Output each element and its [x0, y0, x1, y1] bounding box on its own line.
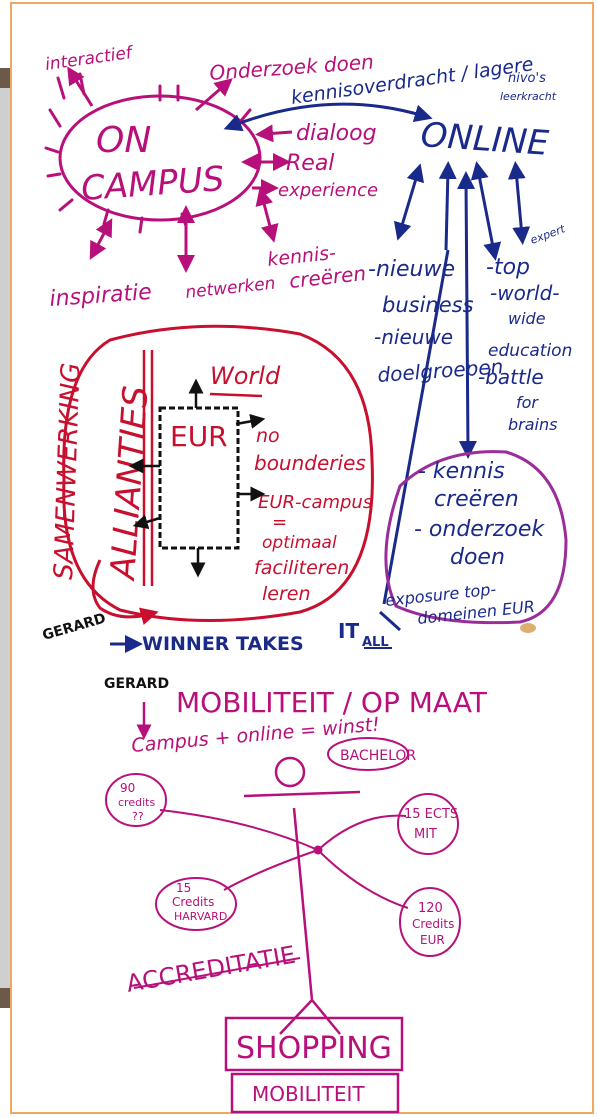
label-world: World: [210, 362, 281, 390]
arrow-online-kennis: [457, 171, 477, 459]
label-kennis-right: - kennis: [418, 459, 505, 484]
label-online: ONLINE: [419, 115, 550, 164]
label-battle: -battle: [478, 365, 544, 389]
label-gerard-top: GERARD: [41, 611, 108, 644]
label-dialoog: dialoog: [296, 121, 377, 146]
label-eur-120: 120: [418, 901, 443, 916]
label-eur-credits: Credits: [412, 917, 454, 931]
label-wide: wide: [508, 309, 546, 328]
label-real: Real: [286, 151, 334, 176]
arrow-inspiratie: [89, 218, 113, 260]
bubble-mit: [397, 793, 459, 855]
bubble-eur: [399, 887, 461, 957]
label-harvard-15: 15: [176, 881, 191, 895]
label-top: -top: [486, 255, 530, 280]
label-leren: leren: [262, 583, 311, 605]
label-all: ALL: [362, 635, 389, 650]
label-on: ON: [96, 120, 151, 161]
label-eur: EUR: [170, 420, 228, 453]
shopping-crossbar: [243, 790, 361, 798]
label-equals: =: [272, 512, 287, 533]
arrow-online-1: [393, 163, 425, 241]
label-nieuwe-2: -nieuwe: [374, 325, 453, 349]
arrow-online-2: [438, 161, 457, 251]
arrow-online-long: [382, 249, 450, 605]
branch-eur: [317, 849, 409, 909]
label-interactief: interactief: [44, 43, 136, 75]
label-leerkracht: leerkracht: [500, 90, 557, 103]
label-for: for: [516, 393, 539, 412]
smiley-circle: [274, 756, 306, 788]
branch-harvard: [223, 849, 319, 891]
mobility-cluster: GERARD MOBILITEIT / OP MAAT Campus + onl…: [104, 676, 488, 1114]
label-samenwerking: SAMENWERKING: [49, 362, 87, 580]
label-nieuwe-1: -nieuwe: [368, 257, 455, 282]
label-it: IT: [338, 619, 359, 643]
arrow-campus-online: [223, 102, 433, 132]
label-accreditatie: ACCREDITATIE: [124, 941, 297, 998]
arrow-online-4: [507, 161, 531, 245]
label-optimaal: optimaal: [262, 533, 337, 553]
label-brains: brains: [508, 415, 557, 434]
label-harvard: HARVARD: [174, 910, 227, 923]
label-doen-right: doen: [450, 545, 505, 570]
label-90: 90: [120, 781, 135, 795]
label-boundaries: bounderies: [254, 451, 366, 475]
label-world-wide: -world-: [490, 281, 560, 305]
label-no: no: [256, 425, 280, 447]
label-expert: expert: [529, 222, 568, 247]
shopping-box: [224, 1016, 404, 1072]
label-mit-ects: 15 ECTS: [404, 807, 458, 822]
branch-mit: [317, 814, 407, 851]
label-90-q: ??: [132, 810, 144, 823]
label-bachelor: BACHELOR: [340, 748, 416, 764]
arrow-interactief: [67, 66, 94, 107]
label-mobiliteit-title: MOBILITEIT / OP MAAT: [176, 686, 488, 719]
arrow-dialoog: [255, 124, 293, 143]
label-business: business: [382, 293, 474, 317]
alliances-cluster: SAMENWERKING ALLIANTIES World no bounder…: [49, 324, 374, 622]
bubble-bachelor: [327, 737, 409, 771]
arrow-kennis: [255, 187, 279, 243]
label-onderzoek-right: - onderzoek: [414, 517, 545, 542]
branch-90: [159, 809, 319, 851]
label-mobiliteit-bottom: MOBILITEIT: [252, 1082, 365, 1106]
label-netwerken: netwerken: [184, 274, 276, 303]
label-faciliteren: faciliteren: [254, 557, 349, 579]
on-campus-cluster: interactief Onderzoek doen ON CAMPUS dia…: [44, 43, 378, 312]
label-experience: experience: [278, 180, 378, 201]
kennis-circle-cluster: - kennis creëren - onderzoek doen exposu…: [384, 450, 568, 633]
label-gerard-bottom: GERARD: [104, 676, 169, 692]
label-allianties: ALLIANTIES: [103, 385, 157, 583]
label-winner: WINNER TAKES: [142, 633, 304, 655]
label-mit: MIT: [414, 827, 437, 842]
shopping-mast: [292, 807, 314, 1001]
label-harvard-credits: Credits: [172, 895, 214, 909]
label-education: education: [488, 341, 572, 361]
label-niveaus: nivo's: [508, 71, 546, 86]
kennis-circle: [384, 450, 568, 625]
label-inspiratie: inspiratie: [49, 280, 153, 312]
label-creeren-right: creëren: [434, 487, 519, 512]
label-90-credits: credits: [118, 796, 155, 809]
bubble-harvard: [155, 877, 237, 931]
mobiliteit-box: [230, 1072, 400, 1114]
bubble-90: [105, 773, 167, 827]
eur-box-group: EUR: [128, 378, 266, 578]
label-shopping: SHOPPING: [236, 1031, 392, 1066]
arrow-onderzoek: [195, 78, 233, 112]
alliances-blob: [62, 324, 374, 622]
label-eur-bottom: EUR: [420, 933, 445, 947]
label-eur-campus: EUR-campus: [258, 492, 372, 513]
label-campus: CAMPUS: [80, 159, 226, 209]
arrow-online-3: [470, 161, 502, 261]
